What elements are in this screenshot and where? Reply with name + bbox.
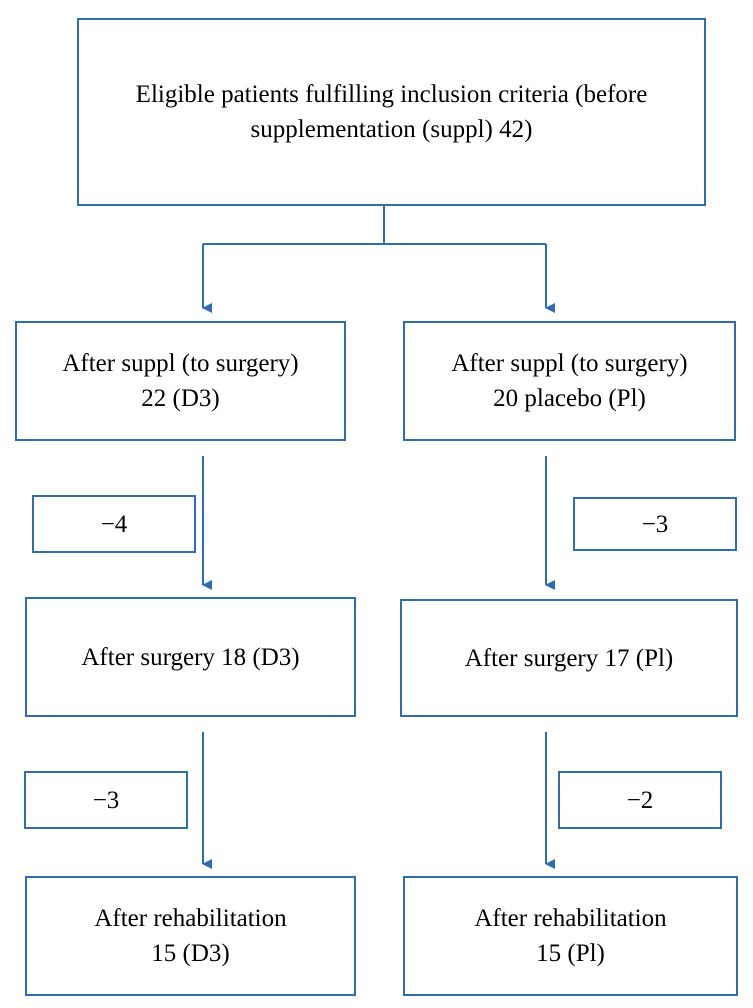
left-rehab-line-2: 15 (D3) xyxy=(151,940,230,967)
box-right-after-surgery: After surgery 17 (Pl) xyxy=(400,599,738,717)
left-suppl-line-1: After suppl (to surgery) xyxy=(62,350,299,377)
left-rehab-line-1: After rehabilitation xyxy=(94,905,287,932)
eligible-line-2: supplementation (suppl) 42) xyxy=(250,116,533,143)
left-surgery-line-1: After surgery 18 (D3) xyxy=(81,643,300,671)
box-right-after-suppl: After suppl (to surgery) 20 placebo (Pl) xyxy=(403,321,736,441)
box-left-dropout-1: −4 xyxy=(32,495,196,553)
box-eligible-patients: Eligible patients fulfilling inclusion c… xyxy=(77,18,706,206)
left-dropout-1-value: −4 xyxy=(100,510,128,538)
box-right-dropout-1: −3 xyxy=(573,497,737,551)
eligible-line-1: Eligible patients fulfilling inclusion c… xyxy=(135,81,648,108)
right-rehab-line-2: 15 (Pl) xyxy=(536,940,605,967)
box-left-after-rehabilitation: After rehabilitation 15 (D3) xyxy=(25,876,356,996)
right-surgery-line-1: After surgery 17 (Pl) xyxy=(464,644,674,672)
box-right-dropout-2: −2 xyxy=(558,771,722,829)
box-left-after-surgery: After surgery 18 (D3) xyxy=(25,597,356,717)
right-dropout-2-value: −2 xyxy=(626,786,654,814)
box-right-after-rehabilitation: After rehabilitation 15 (Pl) xyxy=(403,876,738,996)
box-left-after-suppl: After suppl (to surgery) 22 (D3) xyxy=(15,321,346,441)
left-dropout-2-value: −3 xyxy=(92,786,120,814)
left-suppl-line-2: 22 (D3) xyxy=(141,385,220,412)
right-suppl-line-1: After suppl (to surgery) xyxy=(451,350,688,377)
right-suppl-line-2: 20 placebo (Pl) xyxy=(493,385,646,412)
right-dropout-1-value: −3 xyxy=(641,510,669,538)
right-rehab-line-1: After rehabilitation xyxy=(474,905,667,932)
box-left-dropout-2: −3 xyxy=(24,771,188,829)
